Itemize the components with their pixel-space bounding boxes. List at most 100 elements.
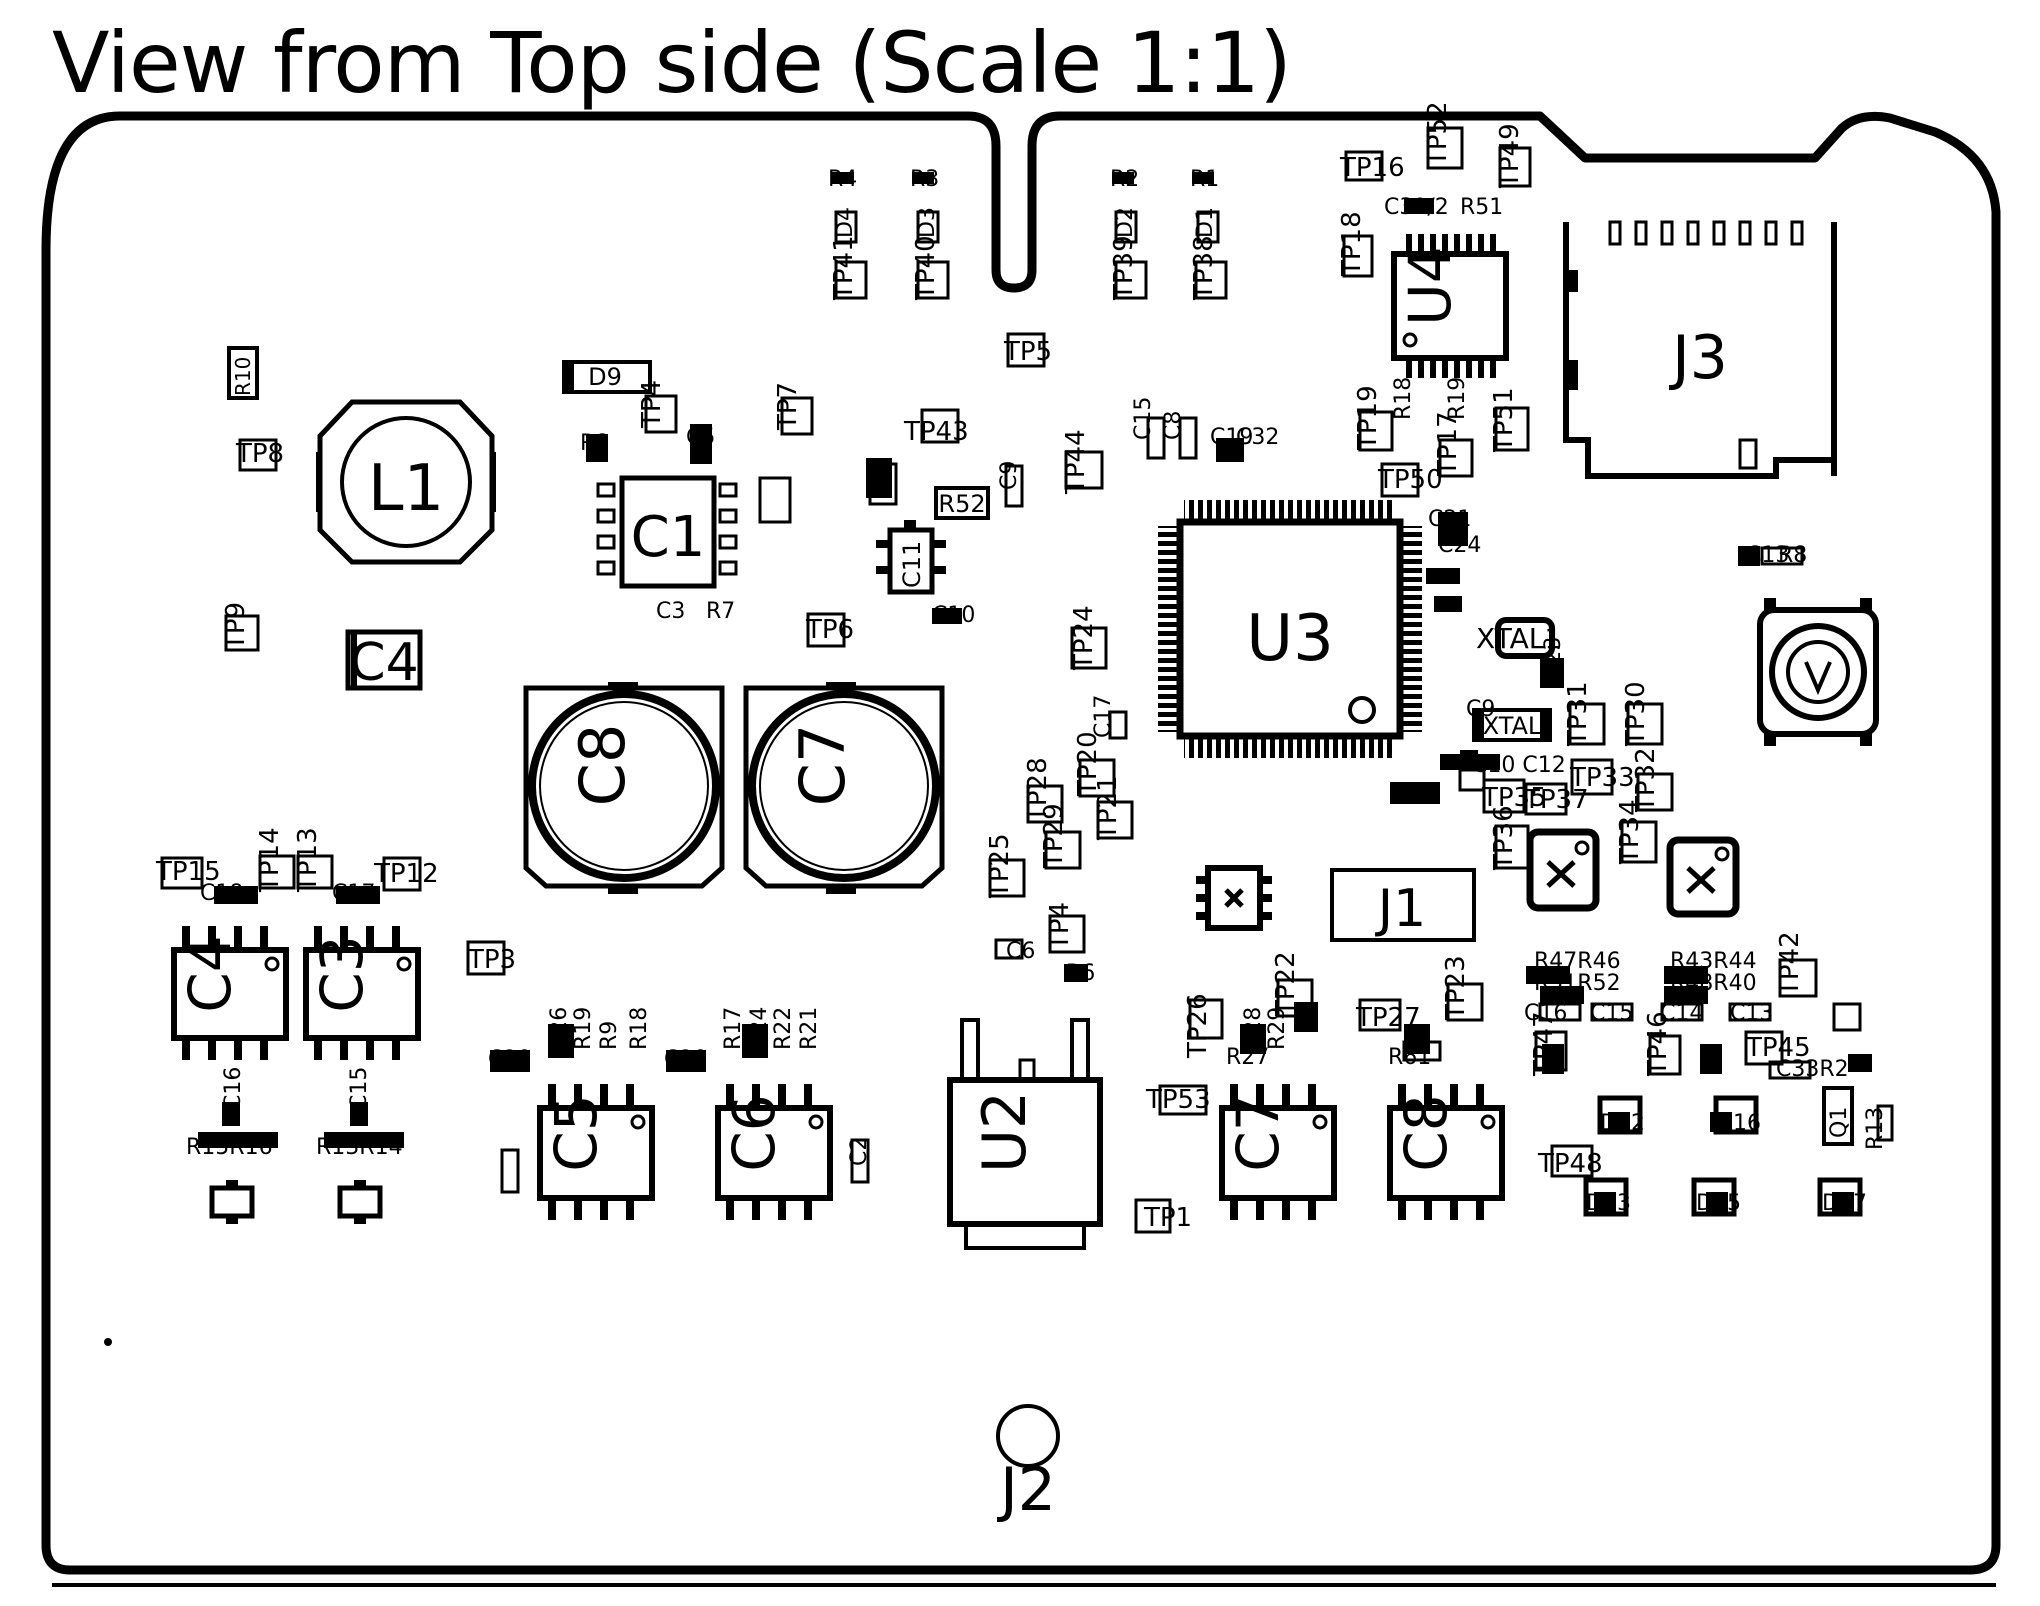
- svg-text:R1: R1: [1190, 167, 1219, 192]
- svg-text:R17: R17: [721, 1007, 746, 1050]
- transistor-q1: Q1: [1822, 1086, 1854, 1146]
- small-passives: [500, 210, 1894, 1194]
- svg-text:TP37: TP37: [1523, 785, 1589, 815]
- test-point-labels: TP8 TP9 TP4 TP7 TP43 TP5 TP44 TP6 TP24 T…: [155, 101, 1811, 1233]
- svg-text:D3: D3: [915, 207, 940, 238]
- svg-text:D12: D12: [1600, 1111, 1645, 1136]
- svg-text:R27: R27: [1226, 1045, 1269, 1070]
- svg-text:C32: C32: [1236, 425, 1279, 450]
- connector-j2: J2: [996, 1404, 1060, 1525]
- svg-text:C6: C6: [1006, 939, 1035, 964]
- svg-text:C9: C9: [997, 461, 1022, 490]
- svg-text:R6: R6: [1066, 961, 1095, 986]
- svg-text:C16: C16: [1524, 1001, 1567, 1026]
- svg-text:TP17: TP17: [1433, 411, 1463, 477]
- crystal-xtal1: XTAL1: [1476, 617, 1562, 659]
- svg-text:R51R52: R51R52: [1534, 971, 1621, 996]
- svg-text:TP43: TP43: [903, 417, 969, 447]
- svg-text:R10: R10: [231, 357, 255, 396]
- svg-text:C4: C4: [349, 633, 418, 693]
- svg-text:TP50: TP50: [1377, 465, 1443, 495]
- ic-c5: C5: [537, 1084, 655, 1220]
- svg-text:TP47: TP47: [1529, 1011, 1559, 1077]
- svg-text:C20: C20: [664, 1047, 707, 1072]
- svg-text:R18: R18: [627, 1007, 652, 1050]
- svg-text:R28: R28: [1241, 1007, 1266, 1050]
- svg-text:C2: C2: [847, 1137, 872, 1166]
- svg-text:C10 C12: C10 C12: [1472, 753, 1566, 778]
- svg-text:TP29: TP29: [1039, 803, 1069, 869]
- diode-d9: D9: [562, 360, 652, 394]
- svg-text:D4: D4: [833, 207, 858, 238]
- svg-text:R3: R3: [910, 167, 939, 192]
- svg-text:TP15: TP15: [155, 857, 221, 887]
- svg-text:R13R14: R13R14: [316, 1135, 403, 1160]
- svg-text:C33R2: C33R2: [1776, 1057, 1849, 1082]
- svg-text:Q1: Q1: [1827, 1107, 1852, 1138]
- svg-text:R47R46: R47R46: [1534, 949, 1621, 974]
- svg-text:TP36: TP36: [1489, 805, 1519, 871]
- svg-text:C14: C14: [1392, 781, 1435, 806]
- svg-text:TP31: TP31: [1563, 681, 1593, 747]
- svg-text:TP44: TP44: [1061, 429, 1091, 495]
- svg-text:TP24: TP24: [1069, 605, 1099, 671]
- capacitor-c7: C7: [743, 682, 945, 894]
- svg-text:TP22: TP22: [1271, 951, 1301, 1017]
- svg-text:TP53: TP53: [1145, 1085, 1211, 1115]
- svg-text:R43R44: R43R44: [1670, 949, 1757, 974]
- svg-text:C7: C7: [786, 724, 859, 807]
- svg-text:TP19: TP19: [1353, 385, 1383, 451]
- svg-text:TP26: TP26: [1183, 993, 1213, 1059]
- svg-text:D17: D17: [1822, 1191, 1867, 1216]
- svg-text:C4: C4: [176, 935, 244, 1012]
- svg-text:TP42: TP42: [1775, 931, 1805, 997]
- svg-text:C3: C3: [656, 599, 685, 624]
- svg-text:TP41: TP41: [829, 235, 859, 301]
- svg-text:TP46: TP46: [1643, 1011, 1673, 1077]
- svg-text:R9: R9: [597, 1021, 622, 1050]
- svg-text:R21: R21: [797, 1007, 822, 1050]
- label-l1: L1: [368, 452, 444, 526]
- ic-u2: U2: [947, 1018, 1103, 1250]
- svg-text:C15: C15: [347, 1067, 372, 1110]
- svg-text:J1: J1: [1375, 879, 1426, 939]
- svg-text:J2: J2: [996, 1455, 1056, 1525]
- resistor-r10: R10: [227, 346, 259, 400]
- svg-text:C13: C13: [1746, 543, 1789, 568]
- sot-package-left: [1196, 865, 1272, 931]
- test-point-markers: [160, 126, 1818, 1234]
- svg-text:TP35: TP35: [1481, 783, 1547, 813]
- ic-u4: U4: [1391, 234, 1509, 378]
- svg-text:C18: C18: [200, 881, 243, 906]
- svg-text:TP28: TP28: [1023, 757, 1053, 823]
- svg-text:C16: C16: [221, 1067, 246, 1110]
- svg-text:C5: C5: [686, 425, 715, 450]
- svg-text:TP9: TP9: [221, 602, 251, 651]
- svg-text:U4: U4: [1396, 246, 1464, 325]
- svg-text:C5: C5: [542, 1094, 610, 1171]
- page-title: View from Top side (Scale 1:1): [52, 14, 1292, 112]
- svg-text:TP18: TP18: [1337, 211, 1367, 277]
- connector-j3: J3: [1563, 220, 1837, 479]
- ic-c3: C3: [303, 926, 421, 1060]
- svg-text:R19: R19: [1445, 377, 1470, 420]
- svg-text:TP8: TP8: [235, 439, 284, 469]
- svg-text:XTAL: XTAL: [1483, 712, 1542, 740]
- svg-text:C20: C20: [488, 1047, 531, 1072]
- ic-c8: C8: [1387, 1084, 1505, 1220]
- ic-c7: C7: [1219, 1084, 1337, 1220]
- rotary-switch: [1757, 598, 1879, 746]
- svg-text:TP39: TP39: [1109, 235, 1139, 301]
- svg-text:D15: D15: [1696, 1191, 1741, 1216]
- svg-text:C13: C13: [1730, 1001, 1773, 1026]
- svg-text:R51: R51: [1460, 195, 1503, 220]
- svg-text:R22: R22: [771, 1007, 796, 1050]
- svg-text:J3: J3: [1668, 323, 1728, 393]
- origin-dot: [104, 1338, 112, 1346]
- svg-text:TP27: TP27: [1355, 1003, 1421, 1033]
- svg-text:C8: C8: [1392, 1094, 1460, 1171]
- svg-text:C19: C19: [1210, 425, 1253, 450]
- qfn-part-2: [1666, 836, 1740, 918]
- connector-j1: J1: [1330, 868, 1476, 942]
